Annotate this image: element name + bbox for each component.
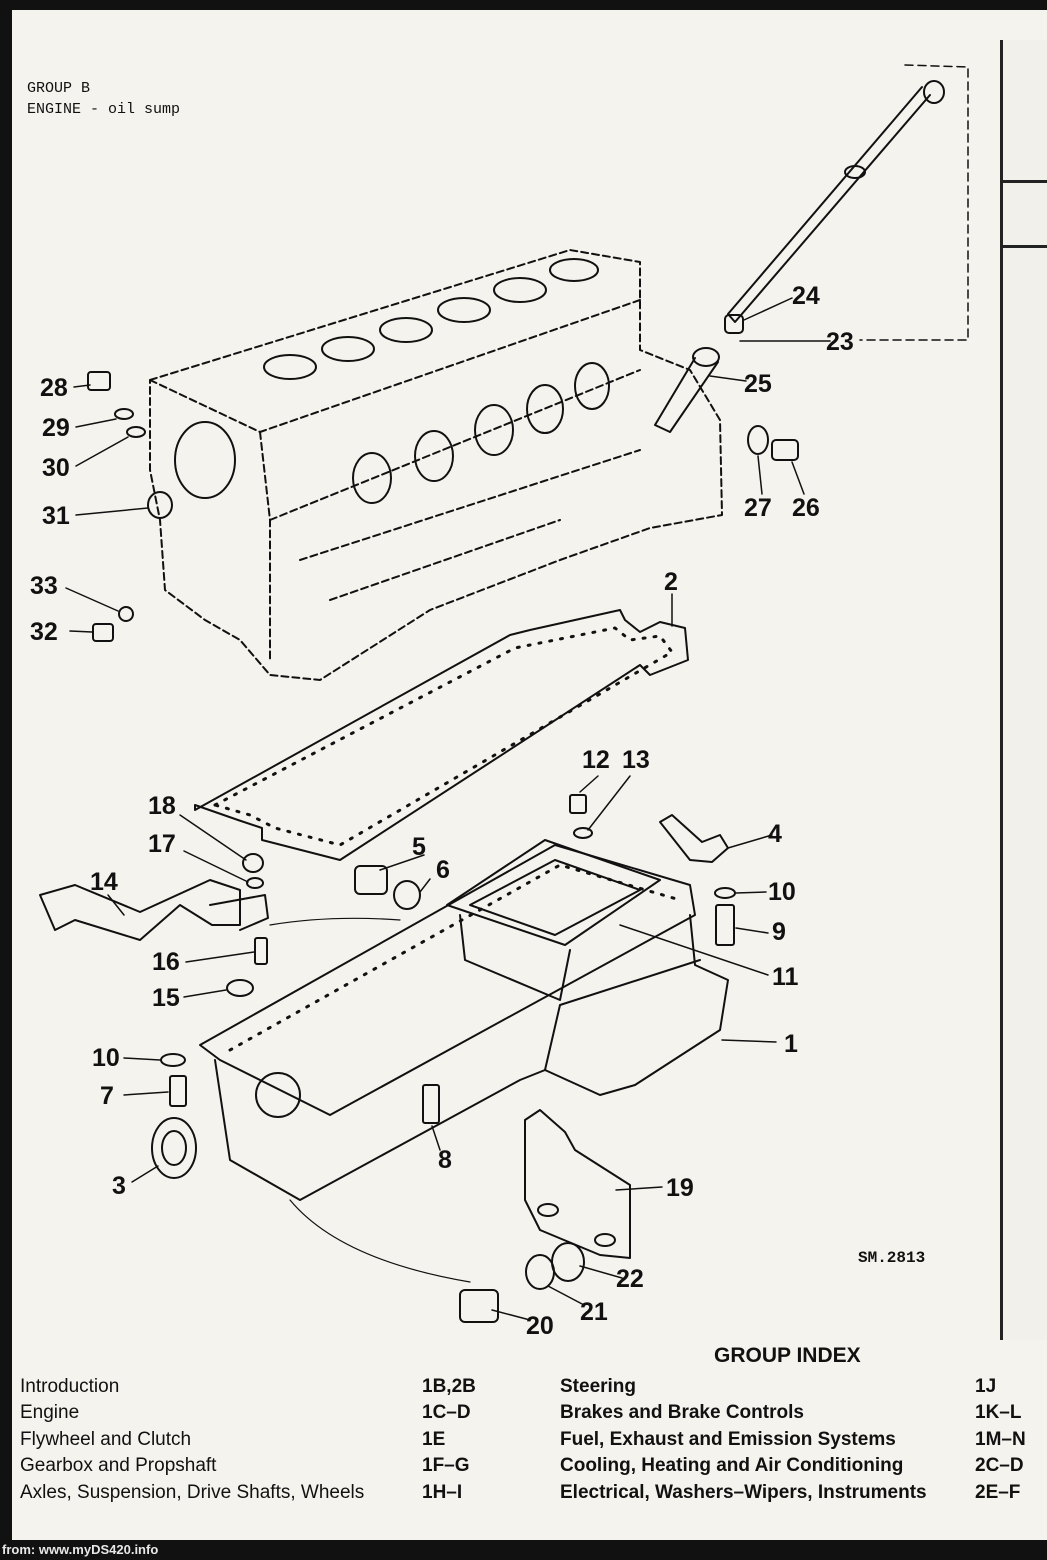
- callout-30: 30: [42, 454, 70, 482]
- index-code-right: 2E–F: [975, 1482, 1021, 1503]
- side-rule: [1003, 245, 1047, 248]
- callout-12: 12: [582, 746, 610, 774]
- callout-33: 33: [30, 572, 58, 600]
- index-link-left[interactable]: Introduction: [20, 1376, 120, 1397]
- callout-13: 13: [622, 746, 650, 774]
- side-panel: [1000, 40, 1047, 1340]
- callout-9: 9: [772, 918, 786, 946]
- callout-29: 29: [42, 414, 70, 442]
- dipstick-tube: [654, 347, 720, 433]
- index-code-left: 1B,2B: [422, 1376, 476, 1397]
- parts-diagram-sheet: GROUP B ENGINE - oil sump: [12, 10, 1047, 1540]
- index-code-left: 1H–I: [422, 1482, 463, 1503]
- callout-27: 27: [744, 494, 772, 522]
- callout-7: 7: [100, 1082, 114, 1110]
- block-core-plugs: [174, 362, 610, 504]
- index-row: Flywheel and Clutch 1E Fuel, Exhaust and…: [20, 1429, 1047, 1455]
- callout-10-lower: 10: [92, 1044, 120, 1072]
- index-code-left: 1F–G: [422, 1455, 470, 1476]
- diagram-subtitle: ENGINE - oil sump: [27, 101, 181, 118]
- callout-10-upper: 10: [768, 878, 796, 906]
- callout-31: 31: [42, 502, 70, 530]
- callout-24: 24: [792, 282, 820, 310]
- fasteners: [87, 371, 799, 1323]
- index-link-right[interactable]: Fuel, Exhaust and Emission Systems: [560, 1429, 896, 1450]
- callout-18: 18: [148, 792, 176, 820]
- callout-15: 15: [152, 984, 180, 1012]
- callout-20: 20: [526, 1312, 554, 1340]
- callout-32: 32: [30, 618, 58, 646]
- callout-23: 23: [826, 328, 854, 356]
- callout-4: 4: [768, 820, 782, 848]
- oil-sump: [199, 844, 729, 1201]
- index-row: Axles, Suspension, Drive Shafts, Wheels …: [20, 1482, 1047, 1508]
- callout-14: 14: [90, 868, 118, 896]
- callout-26: 26: [792, 494, 820, 522]
- sump-gasket: [194, 609, 689, 861]
- callout-11: 11: [772, 963, 799, 991]
- diagram-header: GROUP B ENGINE - oil sump: [27, 78, 180, 120]
- callout-6: 6: [436, 856, 450, 884]
- cylinder-bores: [263, 258, 599, 380]
- index-link-right[interactable]: Cooling, Heating and Air Conditioning: [560, 1455, 904, 1476]
- index-row: Gearbox and Propshaft 1F–G Cooling, Heat…: [20, 1455, 1047, 1481]
- index-code-right: 2C–D: [975, 1455, 1024, 1476]
- callout-25: 25: [744, 370, 772, 398]
- index-row: Introduction 1B,2B Steering 1J: [20, 1376, 1047, 1402]
- side-rule: [1003, 180, 1047, 183]
- index-link-left[interactable]: Axles, Suspension, Drive Shafts, Wheels: [20, 1482, 365, 1503]
- index-code-right: 1J: [975, 1376, 997, 1397]
- callout-21: 21: [580, 1298, 608, 1326]
- oil-pickup-pipe: [39, 879, 269, 941]
- index-code-left: 1C–D: [422, 1402, 471, 1423]
- index-link-right[interactable]: Brakes and Brake Controls: [560, 1402, 804, 1423]
- callout-28: 28: [40, 374, 68, 402]
- source-footer: from: www.myDS420.info: [2, 1542, 159, 1557]
- exploded-view-drawing: 1 2 3 4 5 6 7 8 9 10 10 11 12 13 14 15 1…: [30, 64, 969, 1340]
- callout-22: 22: [616, 1265, 644, 1293]
- crank-oil-seal: [151, 1117, 197, 1179]
- sump-baffle: [446, 839, 661, 1001]
- sump-bracket: [524, 1109, 631, 1259]
- callout-19: 19: [666, 1174, 694, 1202]
- index-row: Engine 1C–D Brakes and Brake Controls 1K…: [20, 1402, 1047, 1428]
- callout-labels: 1 2 3 4 5 6 7 8 9 10 10 11 12 13 14 15 1…: [30, 282, 925, 1340]
- callout-2: 2: [664, 568, 678, 596]
- index-link-left[interactable]: Gearbox and Propshaft: [20, 1455, 217, 1476]
- index-code-left: 1E: [422, 1429, 446, 1450]
- index-link-left[interactable]: Engine: [20, 1402, 80, 1423]
- dipstick: [724, 64, 969, 341]
- index-link-right[interactable]: Electrical, Washers–Wipers, Instruments: [560, 1482, 927, 1503]
- drawing-reference: SM.2813: [858, 1249, 925, 1267]
- leader-lines: [65, 297, 831, 1321]
- callout-3: 3: [112, 1172, 126, 1200]
- callout-1: 1: [784, 1030, 798, 1058]
- group-label: GROUP B: [27, 80, 91, 97]
- callout-5: 5: [412, 833, 426, 861]
- group-index-title: GROUP INDEX: [714, 1344, 861, 1367]
- callout-16: 16: [152, 948, 180, 976]
- index-code-right: 1K–L: [975, 1402, 1022, 1423]
- index-link-left[interactable]: Flywheel and Clutch: [20, 1429, 192, 1450]
- callout-8: 8: [438, 1146, 452, 1174]
- engine-block: [149, 249, 723, 681]
- callout-17: 17: [148, 830, 176, 858]
- index-link-right[interactable]: Steering: [560, 1376, 637, 1397]
- index-code-right: 1M–N: [975, 1429, 1026, 1450]
- rear-seal-half: [659, 814, 729, 863]
